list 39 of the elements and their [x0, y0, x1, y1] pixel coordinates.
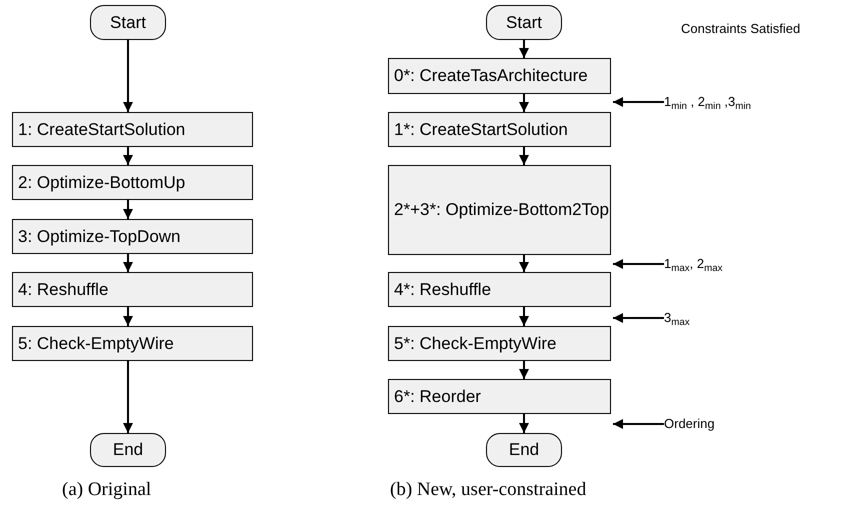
process-box: 4: Reshuffle [12, 272, 253, 307]
arrow [519, 307, 529, 326]
arrow [123, 307, 133, 326]
arrow [519, 40, 529, 58]
arrow [519, 361, 529, 379]
arrow [519, 255, 529, 272]
terminal-box: End [90, 433, 166, 467]
terminal-box: End [486, 433, 562, 467]
arrow [613, 419, 664, 429]
caption: (a) Original [62, 478, 152, 502]
process-box: 2*+3*: Optimize-Bottom2Top [388, 165, 611, 255]
arrow [123, 200, 133, 219]
terminal-box: Start [486, 5, 562, 40]
process-box: 3: Optimize-TopDown [12, 219, 253, 254]
arrow [123, 40, 133, 112]
arrow [613, 97, 664, 107]
process-box: 1*: CreateStartSolution [388, 112, 611, 147]
process-box: 5: Check-EmptyWire [12, 326, 253, 361]
process-box: 0*: CreateTasArchitecture [388, 58, 611, 94]
arrow [613, 259, 664, 269]
constraint-label: Ordering [664, 414, 744, 434]
arrow [123, 361, 133, 433]
constraint-label: 1$_{min}$ , 2$_{min}$ ,3$_{min}$ [664, 92, 844, 112]
arrow [519, 94, 529, 112]
terminal-box: Start [90, 5, 166, 40]
column-heading: Constraints Satisfied [681, 20, 800, 38]
arrow [519, 147, 529, 165]
process-box: 4*: Reshuffle [388, 272, 611, 307]
process-box: 1: CreateStartSolution [12, 112, 253, 147]
process-box: 6*: Reorder [388, 379, 611, 414]
caption: (b) New, user-constrained [390, 478, 586, 502]
process-box: 2: Optimize-BottomUp [12, 165, 253, 200]
arrow [123, 147, 133, 165]
arrow [519, 414, 529, 433]
process-box: 5*: Check-EmptyWire [388, 326, 611, 361]
arrow [123, 254, 133, 272]
constraint-label: 1$_{max}$, 2$_{max}$ [664, 254, 814, 274]
constraint-label: 3$_{max}$ [664, 308, 724, 328]
arrow [613, 313, 664, 323]
